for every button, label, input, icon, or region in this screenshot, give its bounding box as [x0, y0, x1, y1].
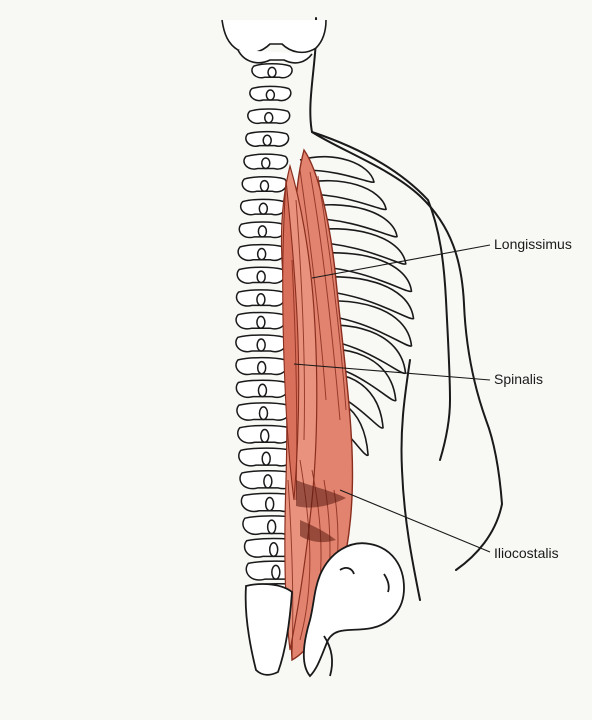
spinous-process: [263, 135, 271, 145]
spinous-process: [264, 475, 272, 488]
spinous-process: [257, 271, 265, 282]
spinous-process: [266, 90, 274, 100]
spinous-process: [260, 181, 268, 192]
spinous-process: [265, 113, 273, 123]
skull-base: [222, 20, 326, 63]
spinous-process: [259, 203, 267, 214]
spinous-process: [272, 565, 280, 579]
spinous-process: [257, 294, 265, 306]
spinous-process: [268, 67, 276, 77]
spinous-process: [261, 430, 269, 443]
spinous-process: [266, 497, 274, 510]
spinous-process: [262, 158, 270, 169]
spinous-process: [258, 248, 266, 259]
label-spinalis: Spinalis: [494, 371, 543, 387]
spinous-process: [257, 316, 265, 328]
spinous-process: [258, 362, 266, 374]
spinous-process: [258, 226, 266, 237]
label-iliocostalis: Iliocostalis: [494, 545, 559, 561]
spinous-process: [268, 520, 276, 533]
spinous-process: [259, 407, 267, 420]
sacrum-bone: [246, 584, 292, 675]
spinous-process: [262, 452, 270, 465]
label-longissimus: Longissimus: [494, 236, 572, 252]
spinous-process: [257, 339, 265, 351]
spinous-process: [270, 543, 278, 557]
spinous-process: [258, 384, 266, 396]
